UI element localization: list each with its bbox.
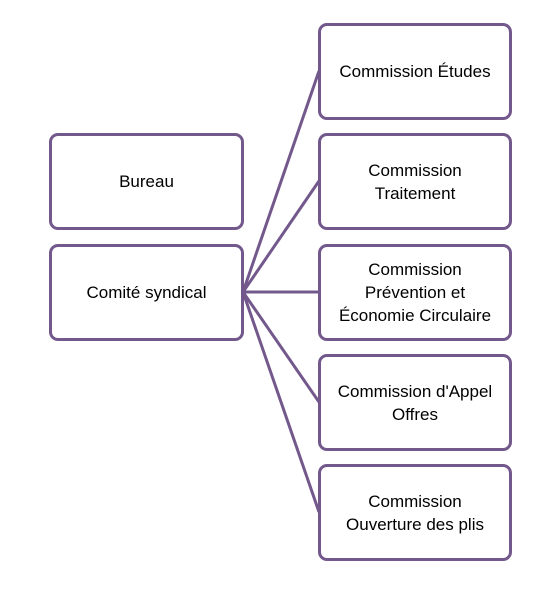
connector-comite-to-commission-ouverture-plis	[241, 291, 321, 513]
node-commission-prevention: Commission Prévention et Économie Circul…	[318, 244, 512, 341]
node-commission-traitement-label: Commission Traitement	[368, 160, 462, 203]
node-bureau-label: Bureau	[119, 172, 174, 191]
node-commission-traitement: Commission Traitement	[318, 133, 512, 230]
connector-comite-to-commission-traitement	[241, 180, 321, 293]
connector-comite-to-commission-appel-offres	[241, 291, 321, 403]
node-commission-ouverture-plis-label: Commission Ouverture des plis	[346, 491, 484, 534]
node-commission-etudes: Commission Études	[318, 23, 512, 120]
connector-comite-to-commission-etudes	[241, 70, 321, 293]
node-bureau: Bureau	[49, 133, 244, 230]
node-commission-etudes-label: Commission Études	[339, 62, 491, 81]
node-commission-prevention-label: Commission Prévention et Économie Circul…	[338, 260, 492, 325]
node-commission-appel-offres-label: Commission d'Appel Offres	[337, 381, 493, 424]
node-comite-syndical: Comité syndical	[49, 244, 244, 341]
node-comite-syndical-label: Comité syndical	[86, 283, 207, 302]
node-commission-appel-offres: Commission d'Appel Offres	[318, 354, 512, 451]
node-commission-ouverture-plis: Commission Ouverture des plis	[318, 464, 512, 561]
